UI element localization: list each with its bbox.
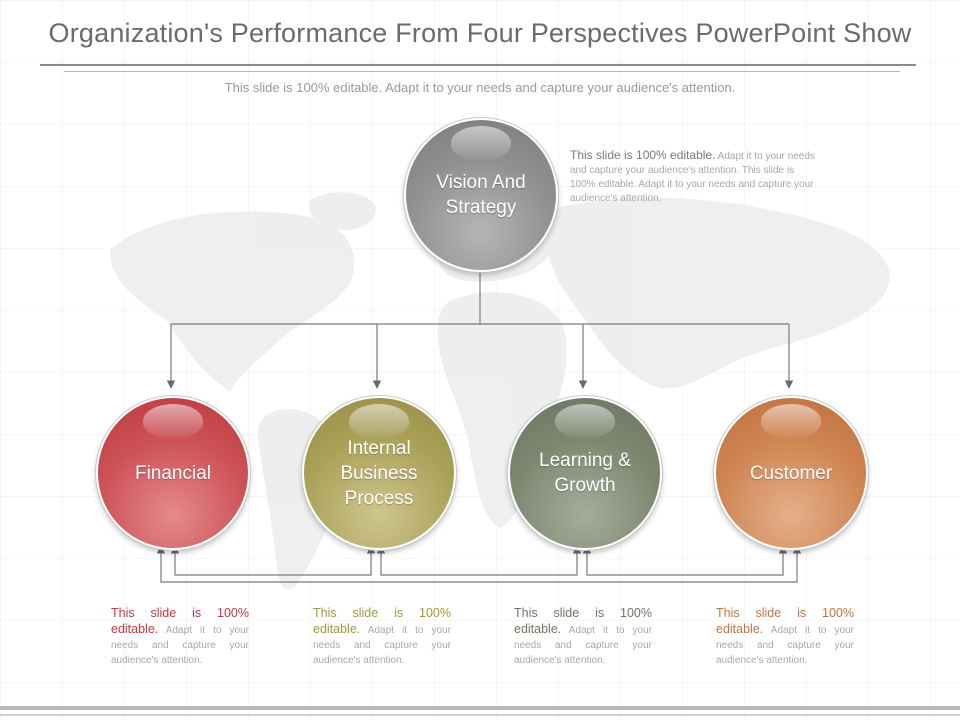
link-outer — [156, 545, 802, 583]
note-body: Adapt it to your needs and capture your … — [313, 625, 451, 666]
note-lead: This slide is 100% editable. — [514, 606, 652, 636]
note-lead: This slide is 100% editable. — [313, 606, 451, 636]
note-body: Adapt it to your needs and capture your … — [111, 625, 249, 666]
gloss-highlight — [555, 404, 615, 438]
node-label: Financial — [134, 462, 212, 484]
learning-growth-note: This slide is 100% editable. Adapt it to… — [514, 606, 652, 668]
learning-growth-node[interactable]: Learning & Growth — [508, 396, 662, 550]
financial-node[interactable]: Financial — [96, 396, 250, 550]
note-body: Adapt it to your needs and capture your … — [570, 151, 815, 204]
title-underline-thin — [64, 71, 900, 72]
link-learning-customer — [582, 545, 788, 576]
node-label: Customer — [749, 462, 833, 484]
gloss-highlight — [761, 404, 821, 438]
gloss-highlight — [349, 404, 409, 438]
vision-and-strategy-node[interactable]: Vision And Strategy — [404, 118, 558, 272]
page-title: Organization's Performance From Four Per… — [48, 18, 912, 48]
footer-bar-thin — [0, 714, 960, 716]
node-label: Vision And Strategy — [436, 172, 526, 218]
note-body: Adapt it to your needs and capture your … — [514, 625, 652, 666]
title-underline — [40, 64, 916, 66]
note-lead: This slide is 100% editable. — [716, 606, 854, 636]
footer-bar — [0, 706, 960, 710]
customer-node[interactable]: Customer — [714, 396, 868, 550]
gloss-highlight — [451, 126, 511, 160]
node-label: Learning & Growth — [539, 450, 631, 496]
vision-note: This slide is 100% editable. Adapt it to… — [570, 148, 820, 206]
note-lead: This slide is 100% editable. — [570, 148, 716, 162]
internal-business-process-note: This slide is 100% editable. Adapt it to… — [313, 606, 451, 668]
link-internal-learning — [376, 545, 582, 576]
asia-shape — [546, 197, 890, 389]
financial-note: This slide is 100% editable. Adapt it to… — [111, 606, 249, 668]
note-lead: This slide is 100% editable. — [111, 606, 249, 636]
north-america-shape — [110, 211, 355, 392]
node-label: Internal Business Process — [340, 437, 418, 509]
greenland-shape — [309, 192, 376, 231]
note-body: Adapt it to your needs and capture your … — [716, 625, 854, 666]
link-financial-internal — [170, 545, 376, 576]
internal-business-process-node[interactable]: Internal Business Process — [302, 396, 456, 550]
customer-note: This slide is 100% editable. Adapt it to… — [716, 606, 854, 668]
subtitle: This slide is 100% editable. Adapt it to… — [224, 80, 736, 95]
gloss-highlight — [143, 404, 203, 438]
